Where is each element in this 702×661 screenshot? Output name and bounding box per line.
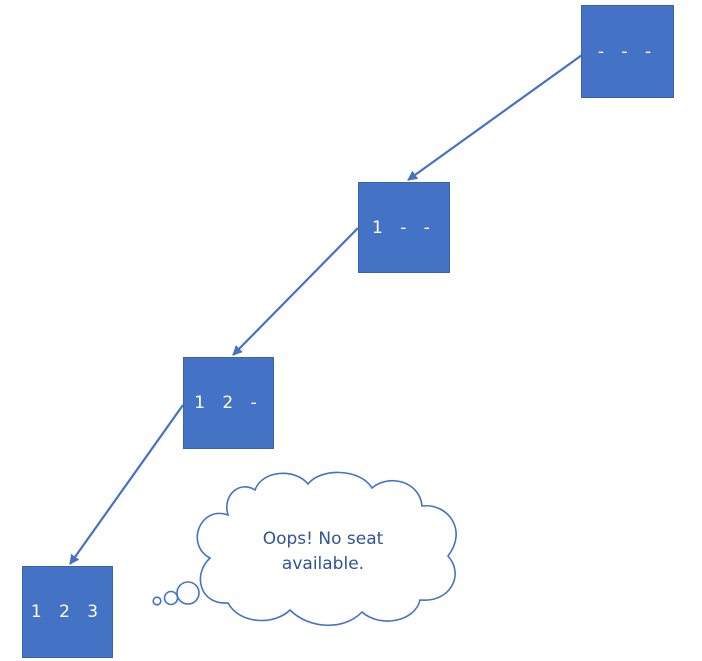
state-node-label: 1 - -: [372, 217, 436, 238]
thought-dot-large: [176, 581, 200, 605]
state-node-full: 1 2 3: [22, 566, 113, 658]
state-node-label: - - -: [597, 41, 658, 62]
thought-bubble: [152, 471, 457, 627]
state-node-one-seat: 1 - -: [358, 182, 450, 273]
state-node-label: 1 2 3: [30, 602, 105, 622]
state-node-empty: - - -: [581, 5, 674, 98]
state-node-two-seats: 1 2 -: [183, 357, 274, 449]
thought-dot-medium: [163, 590, 179, 606]
arrow-2-to-3: [232, 227, 359, 356]
thought-dot-small: [152, 596, 162, 606]
arrow-1-to-2: [407, 54, 583, 181]
thought-bubble-line-2: available.: [281, 554, 365, 574]
arrow-3-to-4: [69, 404, 184, 565]
thought-bubble-text: Oops! No seat available.: [228, 527, 418, 577]
thought-cloud-shape: [196, 471, 457, 627]
state-node-label: 1 2 -: [194, 393, 263, 413]
thought-bubble-line-1: Oops! No seat: [262, 529, 384, 549]
